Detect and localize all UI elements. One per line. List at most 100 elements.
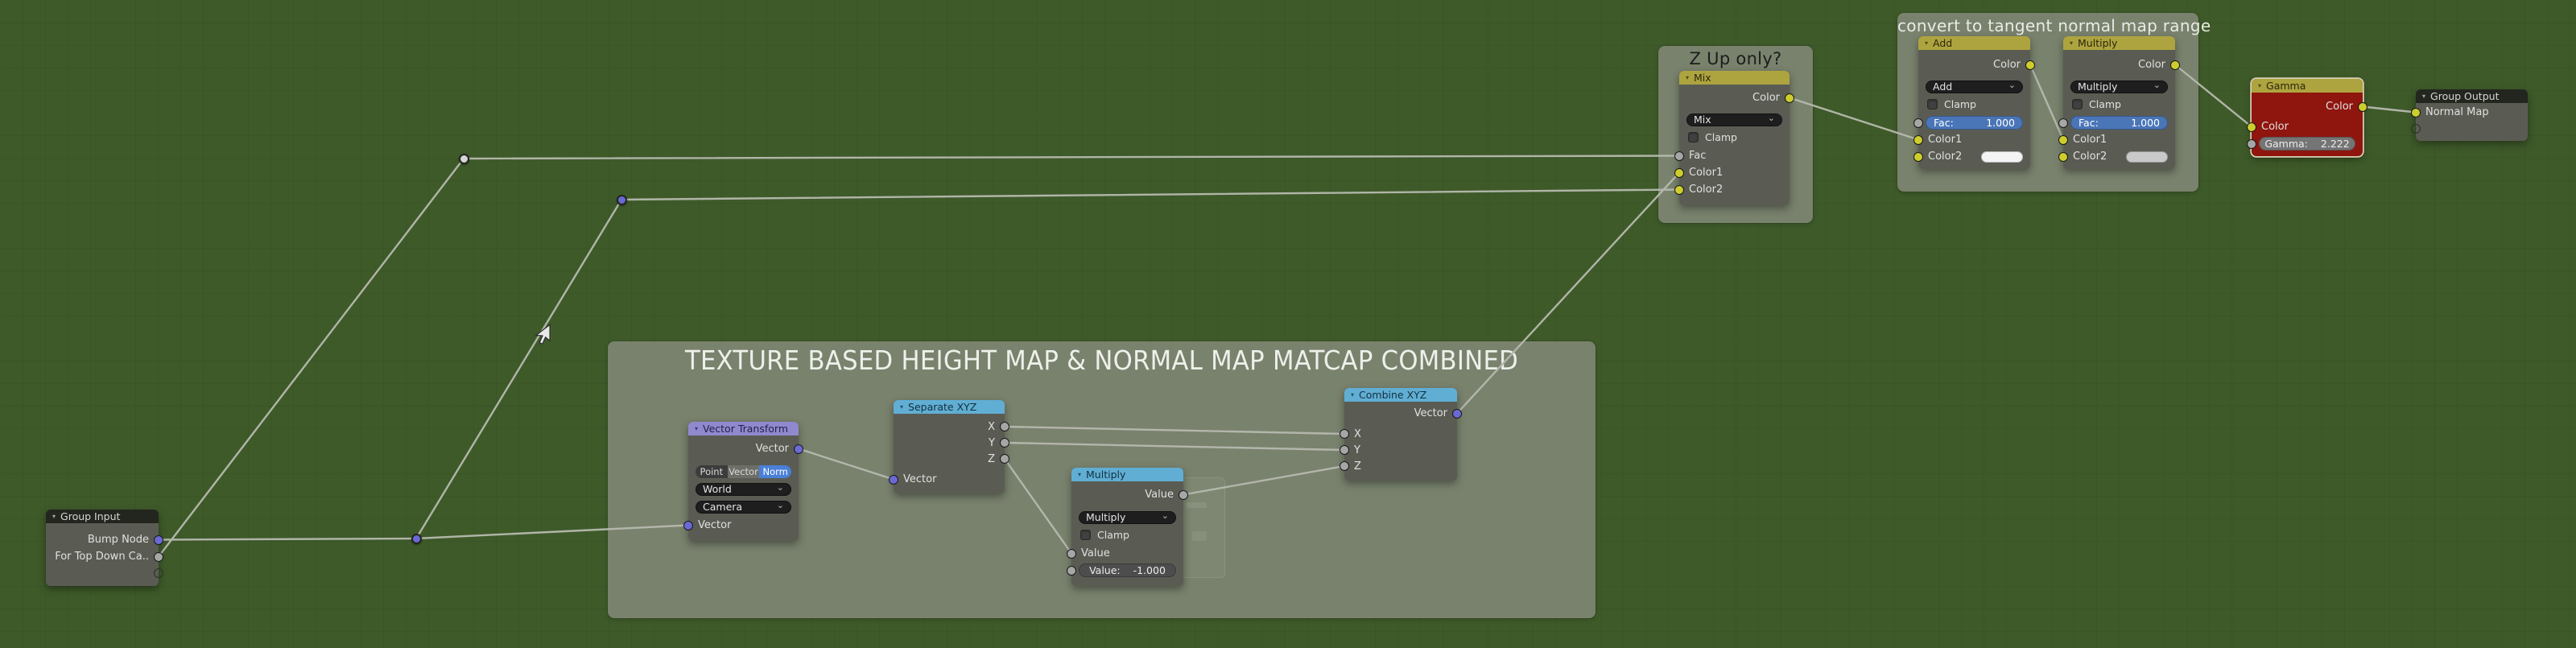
frame-label: TEXTURE BASED HEIGHT MAP & NORMAL MAP MA… [684, 345, 1519, 376]
collapse-triangle-icon[interactable]: ▾ [52, 512, 56, 520]
button-norm[interactable]: Norm [759, 464, 791, 478]
node-header-gamma[interactable]: ▾Gamma [2252, 79, 2363, 93]
node-header-combine-xyz[interactable]: ▾Combine XYZ [1344, 388, 1457, 402]
checkbox-icon[interactable] [1927, 98, 1938, 109]
reroute-c[interactable] [616, 194, 627, 205]
node-title: Group Input [60, 510, 121, 522]
select-multiply[interactable]: Multiply⌄ [2070, 80, 2168, 93]
node-header-mix[interactable]: ▾Mix [1679, 71, 1790, 85]
checkbox-icon[interactable] [2072, 98, 2083, 109]
color1-socket[interactable] [1913, 134, 1923, 145]
fac-socket[interactable] [1674, 151, 1684, 161]
button-point[interactable]: Point [696, 464, 728, 478]
collapse-triangle-icon[interactable]: ▾ [2258, 81, 2262, 89]
node-header-math-multiply[interactable]: ▾Multiply [1071, 468, 1183, 481]
y-socket[interactable] [1340, 445, 1349, 455]
color1-socket[interactable] [2058, 134, 2068, 145]
node-header-group-input[interactable]: ▾ Group Input [46, 510, 159, 523]
color-in-row: Color [2252, 118, 2363, 135]
color-out-socket[interactable] [2025, 60, 2035, 70]
vector-out-socket[interactable] [1452, 408, 1462, 419]
x-socket[interactable] [1340, 429, 1349, 439]
gamma-value-field[interactable]: Gamma:2.222 [2259, 136, 2355, 151]
clamp-checkbox[interactable]: Clamp [1080, 526, 1129, 543]
collapse-triangle-icon[interactable]: ▾ [1351, 390, 1355, 398]
vector-in-socket[interactable] [889, 474, 898, 485]
bump-socket[interactable] [154, 534, 163, 545]
socket-label: Vector [1414, 407, 1447, 419]
reroute-b[interactable] [458, 153, 469, 164]
color2-swatch[interactable] [2126, 151, 2168, 163]
node-header-separate-xyz[interactable]: ▾Separate XYZ [894, 400, 1005, 414]
value-value-field[interactable]: Value:-1.000 [1079, 563, 1176, 577]
virtual-socket[interactable] [154, 568, 163, 578]
x-socket[interactable] [1000, 422, 1009, 431]
color-out-socket[interactable] [1785, 93, 1794, 103]
normal-map-socket[interactable] [2411, 107, 2421, 118]
node-header-group-output[interactable]: ▾Group Output [2416, 89, 2528, 103]
clamp-checkbox[interactable]: Clamp [1688, 129, 1737, 145]
color2-socket[interactable] [1913, 151, 1923, 162]
collapse-triangle-icon[interactable]: ▾ [2422, 92, 2426, 100]
fac-socket[interactable] [2058, 118, 2068, 128]
clamp-checkbox[interactable]: Clamp [1927, 96, 1976, 112]
socket-label: Color1 [1928, 134, 1963, 146]
color1-socket[interactable] [1674, 167, 1684, 178]
collapse-triangle-icon[interactable]: ▾ [1078, 470, 1082, 478]
button-vector[interactable]: Vector [727, 464, 760, 478]
collapse-triangle-icon[interactable]: ▾ [900, 402, 904, 411]
select-add[interactable]: Add⌄ [1926, 80, 2023, 93]
socket-label: Fac [1689, 150, 1707, 162]
value-out-socket[interactable] [1179, 489, 1188, 500]
node-header-add[interactable]: ▾Add [1918, 36, 2030, 50]
value2-in-socket[interactable] [1067, 565, 1076, 576]
color2-socket[interactable] [1674, 184, 1684, 195]
color2-swatch[interactable] [1981, 151, 2023, 163]
color-out-row: Color [2252, 98, 2363, 115]
collapse-triangle-icon[interactable]: ▾ [1686, 73, 1690, 81]
collapse-triangle-icon[interactable]: ▾ [2070, 39, 2074, 47]
reroute-a[interactable] [411, 533, 422, 544]
topdown-socket[interactable] [154, 551, 163, 562]
vector-out-row: Vector [688, 440, 799, 457]
checkbox-icon[interactable] [1688, 131, 1699, 142]
select-world[interactable]: World⌄ [696, 482, 791, 496]
select-camera[interactable]: Camera⌄ [696, 500, 791, 514]
vector-out-socket[interactable] [794, 444, 803, 454]
collapse-triangle-icon[interactable]: ▾ [1925, 39, 1929, 47]
fac-socket[interactable] [1913, 118, 1923, 128]
z-socket[interactable] [1340, 461, 1349, 471]
checkbox-icon[interactable] [1080, 529, 1091, 540]
frame-label: convert to tangent normal map range [1897, 16, 2211, 35]
select-multiply[interactable]: Multiply⌄ [1079, 510, 1176, 524]
node-header-vector-transform[interactable]: ▾Vector Transform [688, 422, 799, 435]
z-socket[interactable] [1000, 454, 1009, 464]
select-mix[interactable]: Mix⌄ [1686, 113, 1782, 126]
y-socket[interactable] [1000, 438, 1009, 448]
fac-value-field[interactable]: Fac:1.000 [1926, 115, 2023, 130]
gamma-in-socket[interactable] [2247, 138, 2256, 149]
clamp-checkbox[interactable]: Clamp [2072, 96, 2121, 112]
fac-value-field[interactable]: Fac:1.000 [2070, 115, 2168, 130]
color-out-socket[interactable] [2358, 101, 2368, 112]
vector-in-socket[interactable] [683, 520, 693, 530]
color-out-socket[interactable] [2170, 60, 2180, 70]
color2-socket[interactable] [2058, 151, 2068, 162]
color-in-socket[interactable] [2247, 122, 2256, 132]
node-header-multiply-rgb[interactable]: ▾Multiply [2063, 36, 2175, 50]
virtual-socket[interactable] [2411, 124, 2421, 134]
value-in-socket[interactable] [1067, 548, 1076, 559]
collapse-triangle-icon[interactable]: ▾ [695, 424, 699, 432]
